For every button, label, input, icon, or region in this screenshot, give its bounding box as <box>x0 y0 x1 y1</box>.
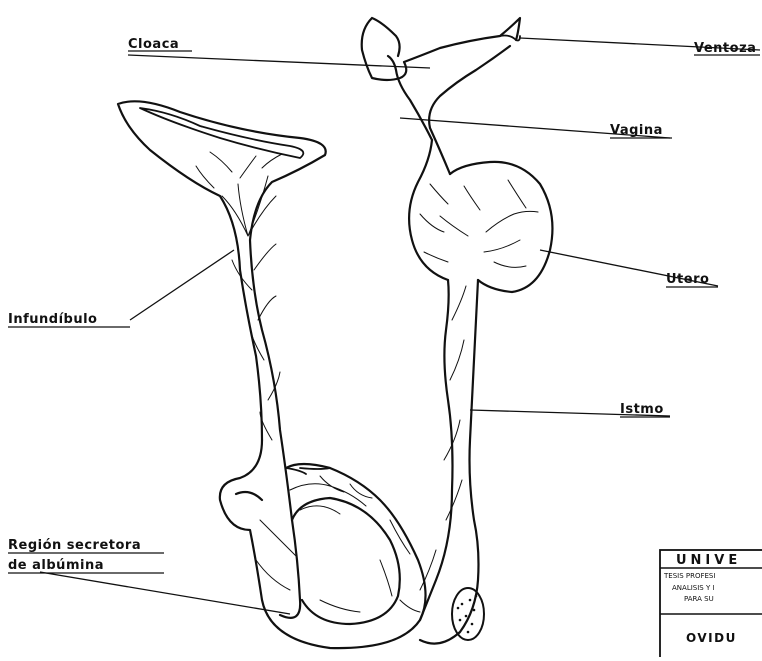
leader-infundibulo <box>130 250 234 320</box>
blood-vessels <box>196 152 538 612</box>
infundibulum-rim <box>140 108 303 158</box>
stamp-bottom: OVIDU <box>686 631 737 645</box>
title-stamp: UNIVE TESIS PROFESI ANALISIS Y I PARA SU… <box>660 550 762 657</box>
label-ventosa: Ventoza <box>694 41 756 56</box>
infundibulum-outline <box>118 101 326 618</box>
label-albumina-line1: Región secretora <box>8 538 141 553</box>
label-infundibulo: Infundíbulo <box>8 312 97 327</box>
magnum-loop-outer <box>220 440 426 648</box>
label-vagina: Vagina <box>610 123 663 138</box>
cloaca-outline <box>362 18 520 80</box>
stamp-line1: TESIS PROFESI <box>663 572 715 580</box>
label-ventosa-group: Ventoza <box>694 41 760 56</box>
label-albumina-line2: de albúmina <box>8 558 104 573</box>
label-utero: Utero <box>666 272 709 287</box>
stamp-line2: ANALISIS Y I <box>672 584 715 592</box>
stamp-line3: PARA SU <box>684 595 714 603</box>
magnum-loop-inner <box>236 492 400 624</box>
label-istmo-group: Istmo <box>620 402 670 417</box>
leader-cloaca <box>128 55 430 68</box>
oviduct-drawing <box>118 18 552 648</box>
label-cloaca-group: Cloaca <box>128 37 192 52</box>
leader-albumina <box>40 572 290 614</box>
label-albumina-group: Región secretora de albúmina <box>8 538 164 573</box>
label-cloaca: Cloaca <box>128 37 179 52</box>
label-infundibulo-group: Infundíbulo <box>8 312 130 327</box>
uterus-outline <box>409 140 552 292</box>
label-vagina-group: Vagina <box>610 123 672 138</box>
magnum-connector <box>286 468 330 474</box>
label-istmo: Istmo <box>620 402 664 417</box>
stamp-title: UNIVE <box>676 553 741 568</box>
